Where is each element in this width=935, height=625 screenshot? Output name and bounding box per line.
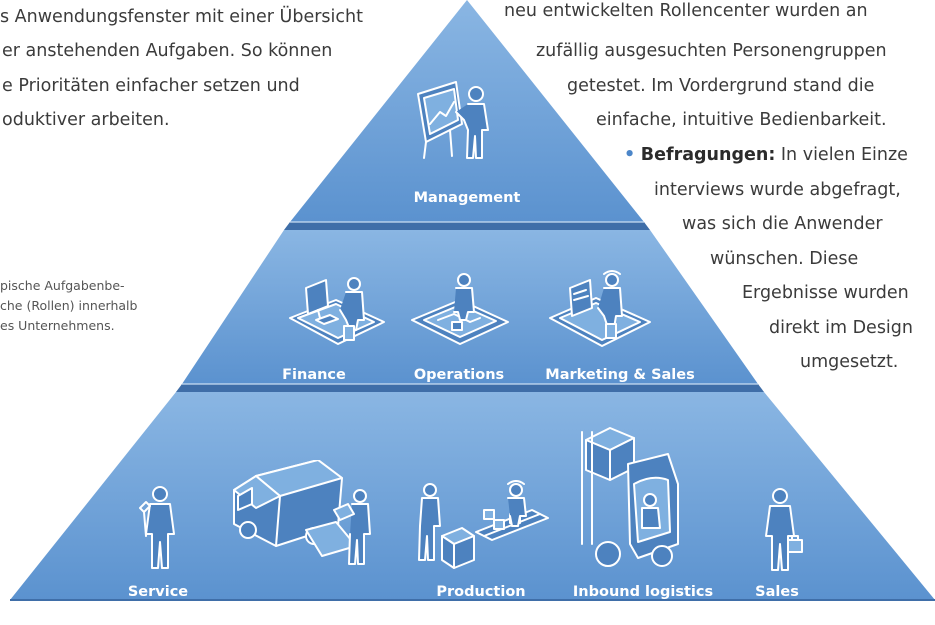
tier-label-sales: Sales	[755, 584, 799, 600]
left-text-line: oduktiver arbeiten.	[2, 110, 170, 130]
tier-label-production: Production	[436, 584, 526, 600]
pyramid-tier-bottom	[10, 392, 935, 600]
right-text-line: was sich die Anwender	[682, 214, 883, 234]
right-text-line: umgesetzt.	[800, 352, 899, 372]
pyramid-separator	[176, 384, 764, 392]
bullet-text: In vielen Einze	[775, 145, 908, 165]
right-text-line: neu entwickelten Rollencenter wurden an	[504, 1, 868, 21]
tier-label-management: Management	[413, 190, 521, 206]
right-text-line: zufällig ausgesuchten Personengruppen	[536, 41, 887, 61]
tier-label-marketing-sales: Marketing & Sales	[545, 367, 695, 383]
left-text-line: e Prioritäten einfacher setzen und	[2, 76, 300, 96]
right-text-line: wünschen. Diese	[710, 249, 859, 269]
tier-label-inbound-logistics: Inbound logistics	[572, 584, 714, 600]
figure-caption-line: es Unternehmens.	[0, 318, 115, 333]
delivery-truck-with-courier-icon	[233, 460, 371, 565]
person-at-planning-table-icon	[411, 273, 509, 345]
right-text-line: interviews wurde abgefragt,	[654, 180, 901, 200]
right-text-line: Ergebnisse wurden	[742, 283, 909, 303]
person-with-headset-at-monitor-icon	[549, 270, 651, 347]
bullet-item-befragungen: • Befragungen: In vielen Einze	[624, 138, 908, 173]
workers-at-conveyor-belt-icon	[418, 480, 549, 569]
right-text-line: getestet. Im Vordergrund stand die	[567, 76, 875, 96]
pyramid-separator	[284, 222, 650, 230]
person-at-computer-desk-icon	[289, 277, 385, 345]
forklift-with-box-icon	[581, 427, 679, 567]
left-text-line: er anstehenden Aufgaben. So können	[2, 41, 333, 61]
salesperson-with-briefcase-icon	[765, 488, 803, 571]
bullet-icon: •	[624, 145, 636, 165]
figure-caption-line: che (Rollen) innerhalb	[0, 298, 138, 313]
technician-with-wrench-icon	[139, 486, 175, 569]
figure-caption-line: pische Aufgabenbe-	[0, 278, 125, 293]
tier-label-operations: Operations	[413, 367, 505, 383]
right-text-line: direkt im Design	[769, 318, 913, 338]
tier-label-finance: Finance	[282, 367, 346, 383]
tier-label-service: Service	[127, 584, 189, 600]
right-text-line: einfache, intuitive Bedienbarkeit.	[596, 110, 887, 130]
left-text-line: s Anwendungsfenster mit einer Übersicht	[0, 7, 363, 27]
presenter-at-board-icon	[417, 81, 489, 159]
bullet-label: Befragungen:	[640, 145, 776, 165]
